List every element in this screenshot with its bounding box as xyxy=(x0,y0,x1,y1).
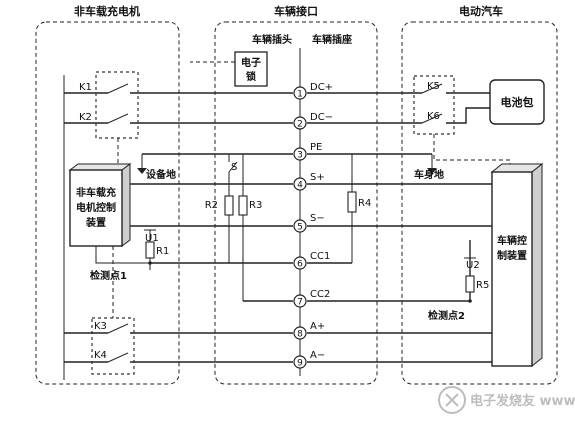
offboard-charger-box xyxy=(35,21,180,385)
pin-8: 8 A+ xyxy=(293,321,325,340)
pin-4-number: 4 xyxy=(297,181,303,191)
resistor-r1-label: R1 xyxy=(156,246,169,257)
vehicle-controller: 车辆控 制装置 xyxy=(490,162,544,368)
pin-5-label: S− xyxy=(310,213,325,224)
electronic-lock: 电子 锁 xyxy=(234,51,268,87)
resistor-r4: R4 xyxy=(347,154,371,263)
pin-8-number: 8 xyxy=(297,330,303,340)
vehicle-socket-label: 车辆插座 xyxy=(312,33,352,46)
voltage-u1-label: U1 xyxy=(145,233,159,244)
pin-1: 1 DC+ xyxy=(293,82,333,100)
electric-vehicle-box xyxy=(401,21,558,385)
checkpoint-1-label: 检测点1 xyxy=(90,269,127,282)
relay-k3-label: K3 xyxy=(94,321,107,332)
offboard-charger-title: 非车载充电机 xyxy=(74,4,140,18)
relay-k6: K6 xyxy=(421,111,443,124)
vehicle-controller-line2: 制装置 xyxy=(497,249,527,262)
pin-5: 5 S− xyxy=(293,213,325,233)
resistor-r4-label: R4 xyxy=(358,198,371,209)
vehicle-interface-box xyxy=(214,21,378,385)
voltage-u2: U2 xyxy=(464,257,480,271)
body-ground-label: 车身地 xyxy=(414,168,444,181)
wire-cc2 xyxy=(243,240,471,302)
relay-k1: K1 xyxy=(79,82,129,94)
relay-k1-k2-group xyxy=(95,71,139,139)
wire-dc-minus xyxy=(64,107,490,124)
voltage-u2-label: U2 xyxy=(466,260,480,271)
pin-6: 6 CC1 xyxy=(293,251,330,270)
pin-4-label: S+ xyxy=(310,172,325,183)
equipment-ground-label: 设备地 xyxy=(146,168,176,181)
charger-controller-line3: 装置 xyxy=(85,216,106,229)
pin-9-label: A− xyxy=(310,350,325,361)
relay-k2: K2 xyxy=(79,112,129,124)
relay-k5-label: K5 xyxy=(427,81,440,92)
relay-k2-label: K2 xyxy=(79,112,92,123)
switch-s: S xyxy=(228,154,238,184)
vehicle-controller-line1: 车辆控 xyxy=(497,234,527,247)
checkpoint-2-node xyxy=(468,299,472,303)
pin-8-label: A+ xyxy=(310,321,325,332)
pin-2: 2 DC− xyxy=(293,112,333,130)
battery-pack-label: 电池包 xyxy=(501,95,534,109)
pin-3-label: PE xyxy=(310,142,322,153)
electronic-lock-line2: 锁 xyxy=(246,70,256,83)
relay-k6-label: K6 xyxy=(427,111,440,122)
resistor-r2: R2 xyxy=(205,184,234,263)
voltage-u1: U1 xyxy=(144,229,159,244)
pin-1-label: DC+ xyxy=(310,82,333,93)
electric-vehicle-title: 电动汽车 xyxy=(459,4,503,18)
controller-cc1-link xyxy=(95,246,150,264)
relay-k5: K5 xyxy=(421,81,443,94)
resistor-r3: R3 xyxy=(238,154,262,301)
pin-5-number: 5 xyxy=(297,223,303,233)
vehicle-plug-label: 车辆插头 xyxy=(252,33,292,46)
pin-6-number: 6 xyxy=(297,260,303,270)
pin-3: 3 PE xyxy=(293,142,322,161)
watermark: 电子发烧友 www.elecfans.com xyxy=(438,386,575,414)
relay-k5-k6-group xyxy=(413,75,455,135)
body-ground: 车身地 xyxy=(414,154,444,181)
switch-s-label: S xyxy=(231,162,237,173)
resistor-r5-label: R5 xyxy=(476,280,489,291)
pin-6-label: CC1 xyxy=(310,251,330,262)
watermark-text: 电子发烧友 www.elecfans.com xyxy=(470,393,575,409)
resistor-r3-label: R3 xyxy=(249,200,262,211)
equipment-ground: 设备地 xyxy=(137,154,176,181)
resistor-r2-label: R2 xyxy=(205,200,218,211)
pin-7-label: CC2 xyxy=(310,289,330,300)
pin-2-label: DC− xyxy=(310,112,333,123)
pin-9: 9 A− xyxy=(293,350,325,369)
pin-3-number: 3 xyxy=(297,151,303,161)
vehicle-interface-title: 车辆接口 xyxy=(274,4,318,18)
relay-k3: K3 xyxy=(94,321,129,334)
pin-4: 4 S+ xyxy=(293,172,325,191)
pin-1-number: 1 xyxy=(297,90,303,100)
checkpoint-2-label: 检测点2 xyxy=(428,309,465,322)
pin-2-number: 2 xyxy=(297,120,303,130)
electronic-lock-line1: 电子 xyxy=(241,56,261,69)
pin-7: 7 CC2 xyxy=(293,289,330,308)
charger-controller-line1: 非车载充 xyxy=(76,186,116,199)
relay-k1-label: K1 xyxy=(79,82,92,93)
pin-9-number: 9 xyxy=(297,359,303,369)
charger-controller-line2: 电机控制 xyxy=(76,201,116,214)
relay-k4: K4 xyxy=(94,350,129,363)
battery-pack: 电池包 xyxy=(489,79,545,125)
charger-controller: 非车载充 电机控制 装置 xyxy=(68,163,132,247)
relay-k4-label: K4 xyxy=(94,350,107,361)
pin-7-number: 7 xyxy=(297,298,303,308)
